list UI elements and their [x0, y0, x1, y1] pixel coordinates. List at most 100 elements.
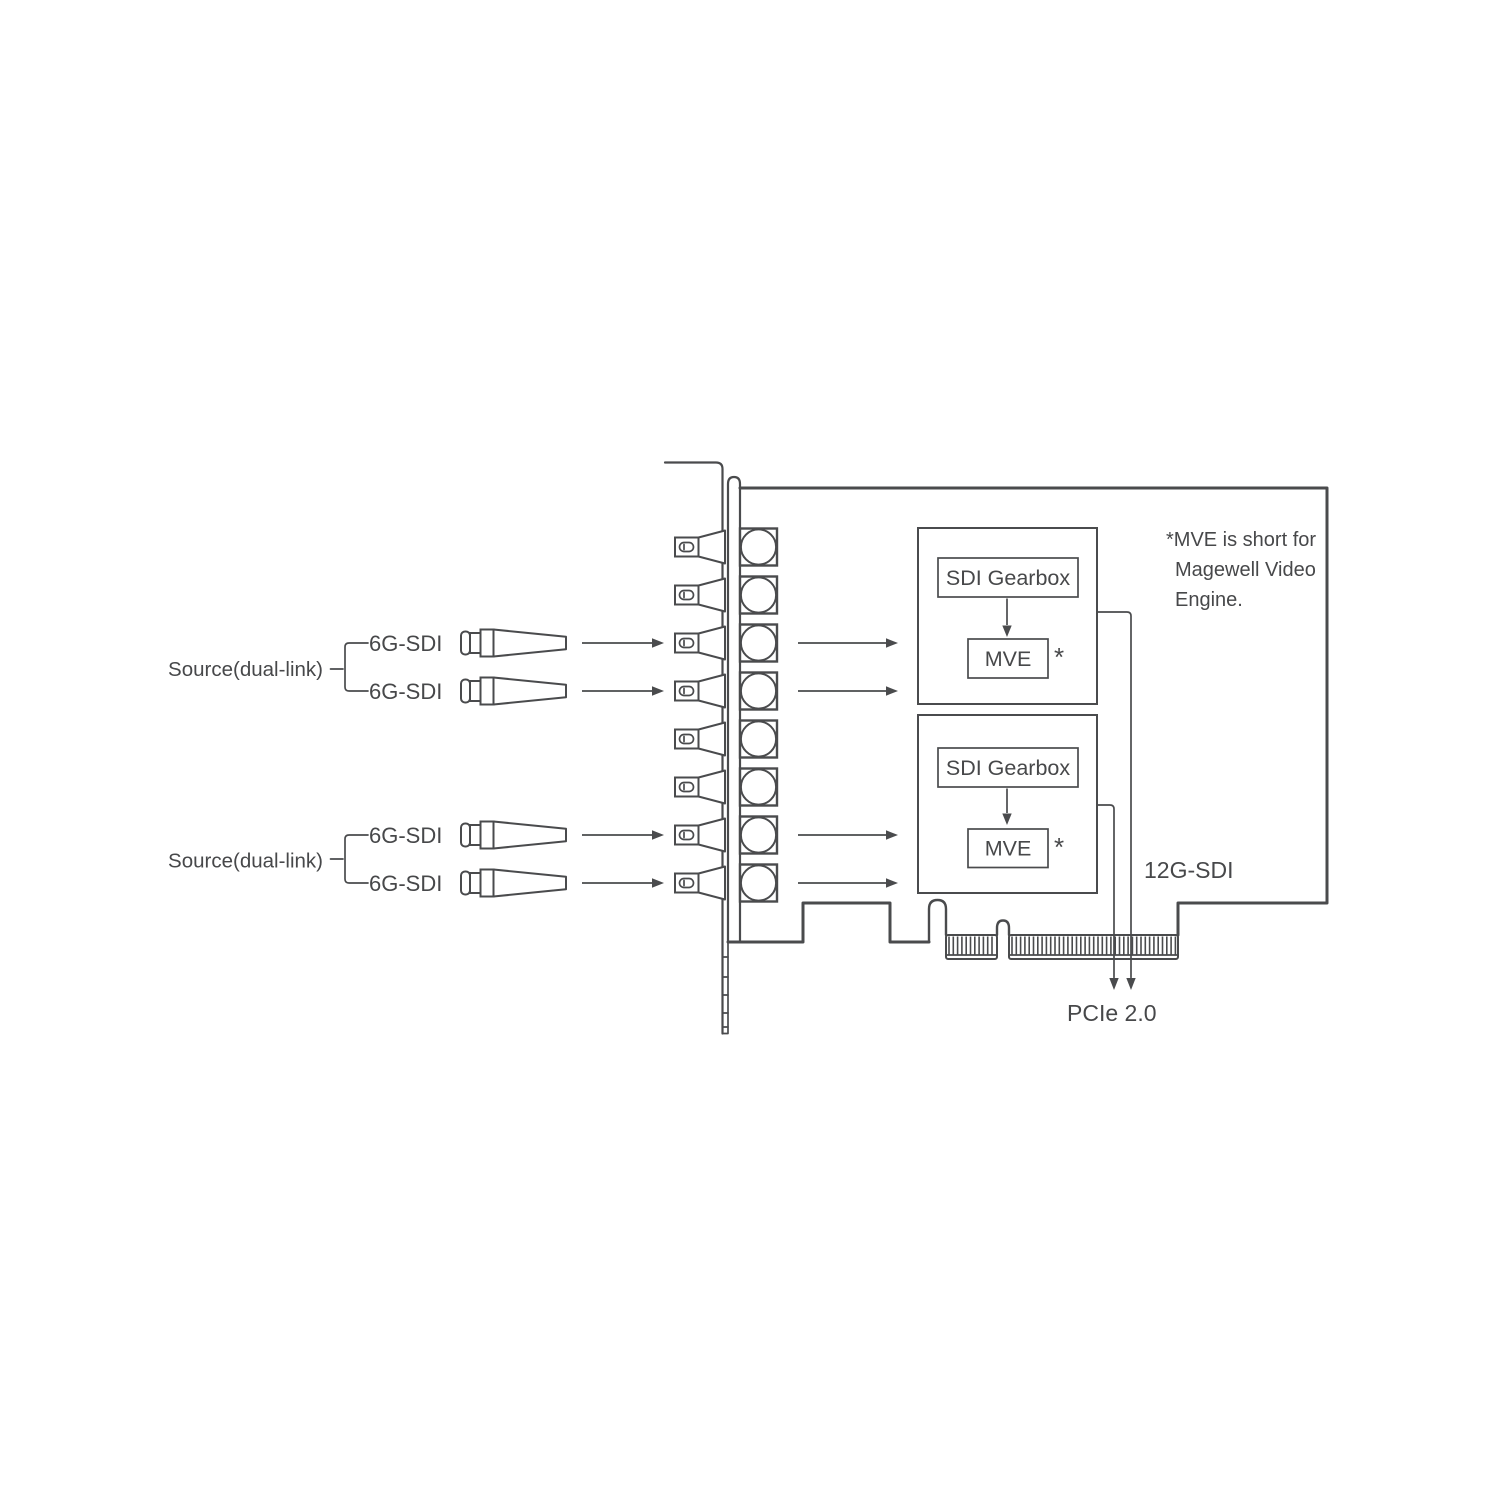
footnote-asterisk: * [1054, 642, 1064, 672]
plug-body [674, 824, 700, 846]
arrowhead [1002, 813, 1012, 825]
footnote-line: Engine. [1175, 589, 1243, 611]
pci-bracket [663, 461, 742, 1035]
arrowhead [652, 878, 664, 888]
cable-cone [492, 676, 567, 706]
bnc-jack-barrel [739, 864, 778, 902]
source-label: Source(dual-link) [168, 658, 323, 681]
cable-collar [469, 680, 482, 702]
cable-collar-large [479, 676, 495, 706]
plug-flare [697, 625, 726, 661]
plug-pin [678, 685, 695, 697]
plug-body [674, 584, 700, 606]
bracket-face [726, 475, 742, 944]
source-group-1: Source(dual-link) 6G-SDI 6G-SDI [168, 631, 442, 704]
bnc-port-row [674, 671, 779, 711]
plug-flare [697, 577, 726, 613]
arrowhead [652, 686, 664, 696]
plug-flare [697, 673, 726, 709]
arrowhead [652, 638, 664, 648]
mve-label: MVE [985, 837, 1032, 861]
gearbox-label: SDI Gearbox [946, 566, 1071, 590]
internal-signal-arrows [798, 638, 898, 888]
bnc-jack-barrel [739, 624, 778, 662]
bnc-jack-barrel [739, 672, 778, 710]
cable-collar-large [479, 628, 495, 658]
cable-collar [469, 632, 482, 654]
bnc-jack-barrel [739, 576, 778, 614]
bnc-jack-barrel [739, 528, 778, 566]
arrowhead [1126, 978, 1136, 990]
footnote-text: *MVE is short for Magewell Video Engine. [1166, 529, 1316, 611]
source-group-2: Source(dual-link) 6G-SDI 6G-SDI [168, 823, 442, 896]
output-standard-label: 12G-SDI [1144, 857, 1233, 883]
card-body-edge [738, 486, 1329, 937]
cable-collar-large [479, 820, 495, 850]
sdi-cable-plugs [460, 628, 567, 898]
card-bottom-edge [726, 901, 931, 944]
source-label: Source(dual-link) [168, 850, 323, 873]
footnote-line: *MVE is short for [1166, 529, 1316, 551]
footnote-asterisk: * [1054, 832, 1064, 862]
plug-body [674, 536, 700, 558]
plug-body [674, 728, 700, 750]
signal-arrow [582, 830, 664, 840]
arrowhead [1109, 978, 1119, 990]
card-outline [726, 486, 1329, 944]
bracket-tail-ticks [721, 956, 729, 1028]
plug-flare [697, 817, 726, 853]
external-input-arrows [582, 638, 664, 888]
mve-box [967, 638, 1049, 679]
mve-box [967, 828, 1049, 869]
bnc-jack-barrel [739, 816, 778, 854]
plug-pin [678, 541, 695, 553]
mve-label: MVE [985, 647, 1032, 671]
engine-block-1: SDI Gearbox MVE * [917, 527, 1098, 705]
bnc-port-row [674, 767, 779, 807]
signal-arrow [582, 638, 664, 648]
signal-arrow [582, 686, 664, 696]
link-label: 6G-SDI [369, 631, 442, 656]
cable-cone [492, 628, 567, 658]
plug-pin [678, 637, 695, 649]
signal-arrow [798, 638, 898, 648]
edge-key-bump [927, 898, 948, 944]
arrowhead [886, 830, 898, 840]
bnc-jack-barrel [739, 720, 778, 758]
sdi-cable-plug [460, 676, 567, 706]
bnc-ports [674, 527, 779, 903]
plug-body [674, 632, 700, 654]
cable-cone [492, 868, 567, 898]
bnc-port-row [674, 623, 779, 663]
signal-arrow [798, 830, 898, 840]
plug-pin [678, 733, 695, 745]
link-label: 6G-SDI [369, 679, 442, 704]
bnc-port-row [674, 863, 779, 903]
sdi-cable-plug [460, 868, 567, 898]
source-fork [344, 642, 369, 692]
cable-collar [469, 824, 482, 846]
link-label: 6G-SDI [369, 823, 442, 848]
sdi-cable-plug [460, 628, 567, 658]
gearbox-box [937, 557, 1079, 598]
plug-pin [678, 877, 695, 889]
bnc-port-row [674, 719, 779, 759]
bnc-port-row [674, 575, 779, 615]
finger-hatch [948, 936, 1177, 955]
finger-group-short [945, 934, 998, 960]
pcie-routing [1096, 611, 1136, 990]
footnote-line: Magewell Video [1175, 559, 1316, 581]
bnc-port-row [674, 815, 779, 855]
plug-pin [678, 589, 695, 601]
link-label: 6G-SDI [369, 871, 442, 896]
plug-flare [697, 529, 726, 565]
block2-to-pcie-line [1096, 804, 1115, 979]
sdi-cable-plug [460, 820, 567, 850]
gearbox-box [937, 747, 1079, 788]
bracket-lip [663, 461, 724, 1035]
arrowhead [652, 830, 664, 840]
plug-body [674, 776, 700, 798]
plug-flare [697, 865, 726, 901]
